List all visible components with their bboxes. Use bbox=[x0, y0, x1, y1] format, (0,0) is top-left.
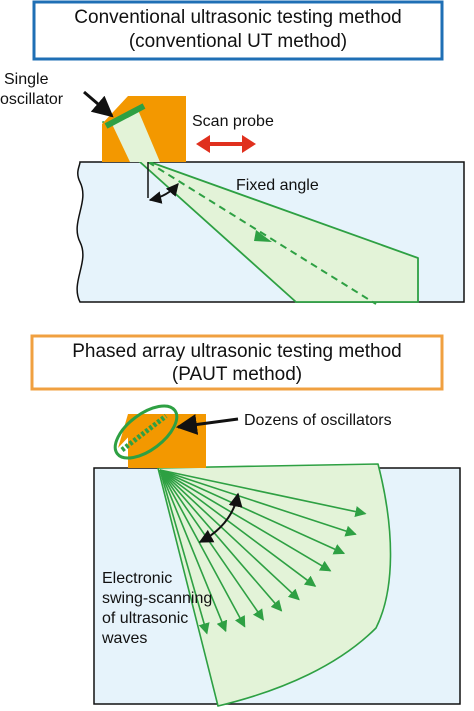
conventional-beam-arrowhead bbox=[254, 230, 272, 242]
paut-beam-rays bbox=[159, 469, 367, 635]
conventional-title-line1: Conventional ultrasonic testing method bbox=[74, 7, 401, 28]
beam-ray bbox=[159, 469, 346, 555]
label-single-oscillator-line2: oscillator bbox=[0, 91, 64, 108]
fixed-angle-arc bbox=[148, 183, 179, 204]
label-fixed-angle: Fixed angle bbox=[236, 177, 319, 194]
oscillator-array bbox=[120, 414, 168, 452]
oscillators-leader bbox=[175, 414, 239, 435]
sweep-arc-arrow bbox=[198, 492, 243, 543]
conventional-probe-wedge bbox=[112, 110, 160, 162]
oscillator-highlight-ellipse bbox=[113, 404, 179, 460]
paut-title-frame bbox=[30, 334, 444, 391]
label-sweep-line2: swing-scanning bbox=[102, 590, 212, 607]
paut-probe-bevel bbox=[118, 414, 150, 448]
label-sweep-line4: waves bbox=[101, 630, 147, 647]
label-scan-probe: Scan probe bbox=[192, 113, 274, 130]
beam-ray bbox=[159, 469, 264, 621]
beam-ray bbox=[159, 469, 210, 635]
conventional-beam-axis bbox=[147, 161, 377, 305]
beam-ray bbox=[159, 469, 367, 518]
single-oscillator bbox=[104, 103, 146, 129]
label-sweep-line1: Electronic bbox=[102, 570, 172, 587]
beam-ray bbox=[159, 469, 246, 628]
label-sweep-line3: of ultrasonic bbox=[102, 610, 188, 627]
oscillator-leader bbox=[83, 90, 114, 118]
label-single-oscillator-line1: Single bbox=[4, 71, 49, 88]
beam-ray bbox=[159, 469, 228, 633]
conventional-title-line2: (conventional UT method) bbox=[129, 31, 347, 52]
paut-title-line2: (PAUT method) bbox=[172, 364, 302, 385]
beam-ray bbox=[159, 469, 357, 537]
conventional-title-frame bbox=[32, 0, 444, 61]
scan-direction-arrow bbox=[196, 135, 256, 153]
label-dozens-of-oscillators: Dozens of oscillators bbox=[244, 412, 392, 429]
paut-title-line1: Phased array ultrasonic testing method bbox=[72, 341, 402, 362]
beam-ray bbox=[159, 469, 332, 572]
